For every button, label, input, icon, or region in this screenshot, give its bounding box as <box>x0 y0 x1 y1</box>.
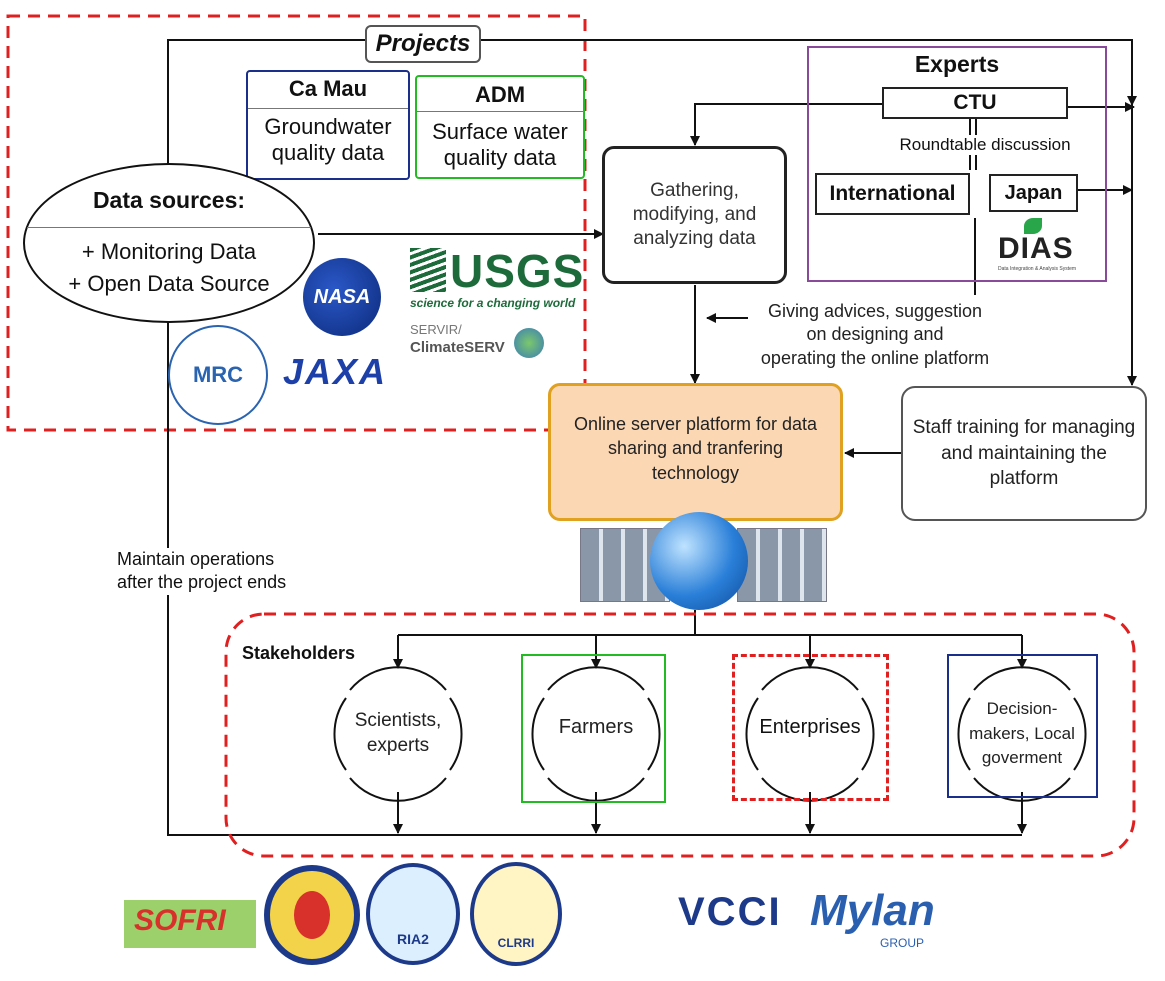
vcci-logo: VCCI <box>678 890 782 934</box>
staff-training-box: Staff training for managing and maintain… <box>901 386 1147 521</box>
roundtable-label: Roundtable discussion <box>899 135 1071 154</box>
usgs-wave-icon <box>410 248 446 292</box>
usgs-logo-text: USGS <box>450 245 585 297</box>
leaf-icon <box>1024 218 1042 234</box>
stakeholder-enterprises: Enterprises <box>759 716 861 739</box>
camau-title: Ca Mau <box>288 76 368 101</box>
server-rack-icon <box>737 528 827 602</box>
usgs-tagline: science for a changing world <box>410 296 576 310</box>
adm-title: ADM <box>474 82 526 107</box>
gathering-box: Gathering, modifying, and analyzing data <box>602 146 787 284</box>
farmers-frame <box>521 654 666 803</box>
data-sources-item-1: + Monitoring Data <box>81 239 257 264</box>
data-sources-item-2: + Open Data Source <box>68 271 270 296</box>
dias-logo: DIAS Data Integration & Analysis System <box>996 218 1080 278</box>
dias-subtext: Data Integration & Analysis System <box>998 266 1077 272</box>
stakeholder-farmers: Farmers <box>558 716 634 739</box>
globe-icon <box>514 328 544 358</box>
ctu-box: CTU <box>882 87 1068 119</box>
server-graphic <box>580 500 827 612</box>
servir-text-1: SERVIR/ <box>410 322 462 337</box>
enterprises-frame <box>732 654 889 801</box>
servir-logo: SERVIR/ ClimateSERV <box>410 322 560 372</box>
medical-university-logo <box>264 865 360 965</box>
dias-text: DIAS <box>998 232 1074 265</box>
mylan-logo: Mylan GROUP <box>810 886 935 950</box>
mrc-logo: MRC <box>168 325 268 425</box>
data-sources-ellipse: Data sources: + Monitoring Data + Open D… <box>23 163 315 323</box>
camau-desc: Groundwater quality data <box>264 114 392 165</box>
stakeholder-circles <box>333 666 1087 802</box>
projects-title: Projects <box>365 25 481 63</box>
international-box: International <box>815 173 970 215</box>
sofri-logo: SOFRI <box>124 900 256 948</box>
camau-project-card: Ca Mau Groundwater quality data <box>246 70 410 180</box>
decision-makers-frame <box>947 654 1098 798</box>
usgs-logo: USGS science for a changing world <box>410 245 583 316</box>
servir-text-2: ClimateSERV <box>410 339 505 356</box>
clrri-logo: CLRRI <box>470 862 562 966</box>
advice-text: Giving advices, suggestion on designing … <box>760 301 990 368</box>
maintain-text: Maintain operations after the project en… <box>117 548 347 595</box>
globe-icon <box>650 512 748 610</box>
stakeholders-title: Stakeholders <box>242 643 356 663</box>
adm-project-card: ADM Surface water quality data <box>415 75 585 179</box>
jaxa-logo: JAXA <box>282 351 388 392</box>
caduceus-icon <box>294 891 330 939</box>
japan-box: Japan <box>989 174 1078 212</box>
adm-desc: Surface water quality data <box>432 119 568 170</box>
ria2-logo: RIA2 <box>366 863 460 965</box>
stakeholder-decision-makers: Decision-makers, Local goverment <box>969 699 1075 768</box>
data-sources-title: Data sources: <box>92 187 246 213</box>
stakeholder-scientists: Scientists, experts <box>354 710 442 756</box>
experts-title: Experts <box>914 51 1000 77</box>
experts-panel: Experts <box>807 46 1107 282</box>
nasa-logo: NASA <box>303 258 381 336</box>
stakeholders-region-border <box>224 612 1136 858</box>
